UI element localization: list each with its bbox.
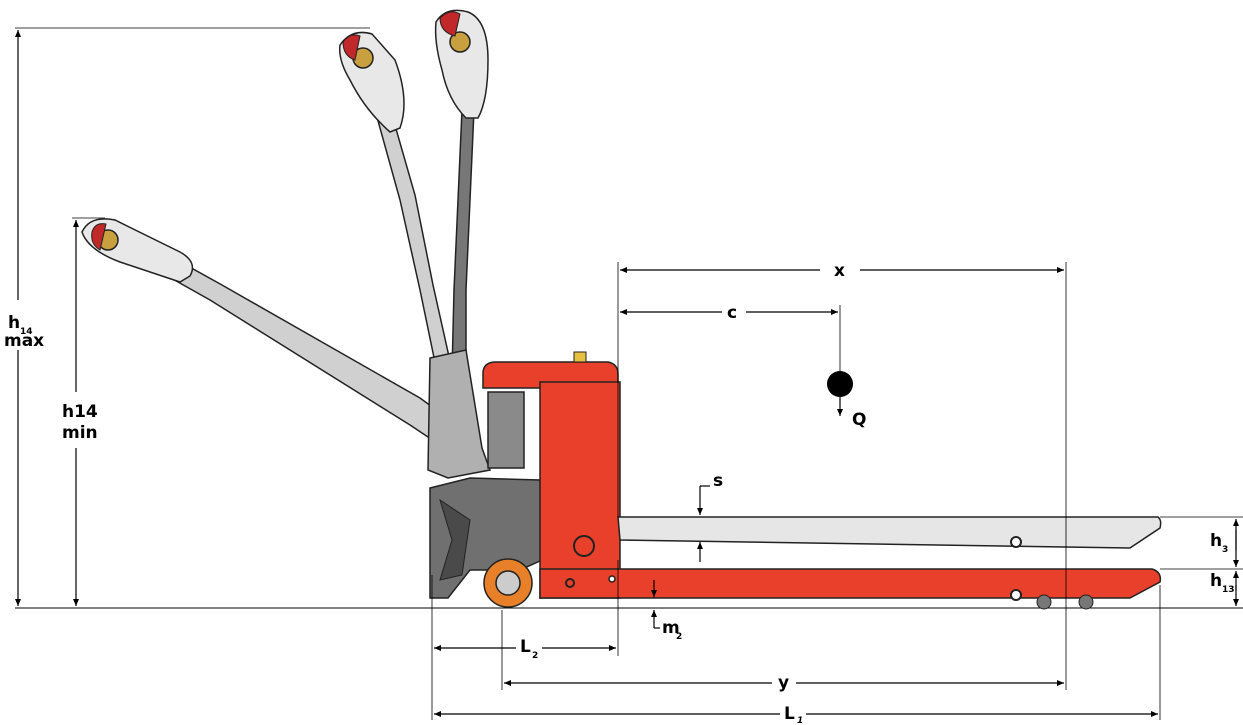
label-m2-sub: 2 (676, 632, 682, 642)
label-l1-sub: 1 (797, 716, 803, 725)
label-l2: L (520, 637, 531, 657)
label-c: c (727, 303, 737, 323)
handle-high-position (434, 9, 489, 373)
power-head-body (482, 351, 621, 599)
fork-lowered (539, 568, 1162, 610)
label-y: y (778, 673, 789, 693)
label-s: s (713, 471, 723, 491)
label-h14min-line1: h14 (62, 402, 98, 422)
handle-low-position (81, 218, 451, 447)
label-h3-sub: 3 (1222, 545, 1228, 555)
label-l2-sub: 2 (532, 651, 538, 661)
load-center-dot-icon (827, 371, 853, 397)
label-x: x (834, 261, 845, 281)
handle-mid-position (338, 31, 453, 373)
fork-raised (617, 516, 1162, 549)
label-h3: h (1210, 531, 1222, 551)
label-h14max: h (8, 313, 20, 333)
label-h13: h (1210, 571, 1222, 591)
label-h14max-word: max (4, 331, 44, 351)
label-m2: m (662, 618, 680, 638)
label-q: Q (852, 410, 866, 430)
drive-unit (427, 349, 543, 608)
label-h14max-sub: 14 (20, 327, 33, 337)
label-h14min-line2: min (62, 423, 98, 443)
label-l1: L (784, 704, 795, 724)
label-h13-sub: 13 (1222, 585, 1235, 595)
